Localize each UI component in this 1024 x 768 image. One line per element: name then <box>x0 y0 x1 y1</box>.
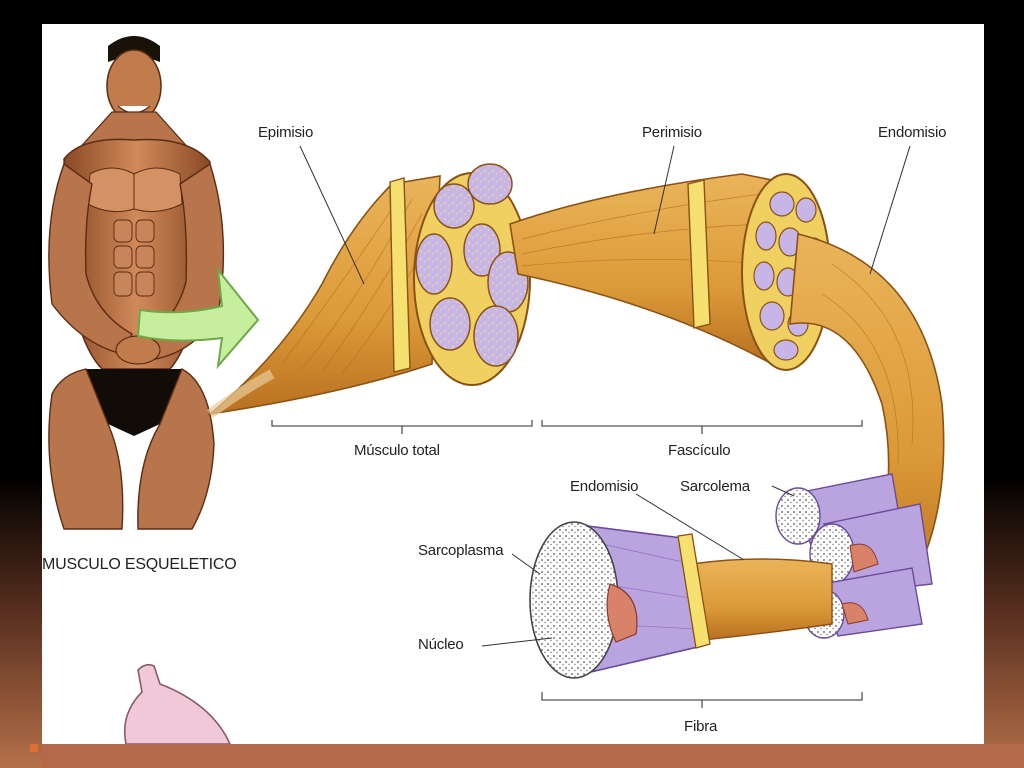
label-musculo-total: Músculo total <box>354 442 440 459</box>
label-fibra: Fibra <box>684 718 718 735</box>
slide-bottom-bar <box>42 744 1024 768</box>
organ-illustration <box>123 663 231 744</box>
bodybuilder-illustration <box>48 36 225 530</box>
label-musculo-esqueletico: MUSCULO ESQUELETICO <box>42 556 237 573</box>
leader-lines <box>299 145 911 647</box>
label-nucleo: Núcleo <box>418 636 464 653</box>
label-sarcolema: Sarcolema <box>680 478 750 495</box>
slide-canvas <box>42 24 984 744</box>
label-epimisio: Epimisio <box>258 124 314 141</box>
slide-bullet-marker <box>30 744 38 752</box>
label-endomisio-fibra: Endomisio <box>570 478 639 495</box>
label-fasciculo: Fascículo <box>668 442 731 459</box>
brackets <box>271 420 863 708</box>
muscle-structure-diagram <box>48 36 945 744</box>
label-perimisio: Perimisio <box>642 124 702 141</box>
label-sarcoplasma: Sarcoplasma <box>418 542 504 559</box>
muscle-fibers <box>529 473 933 679</box>
label-endomisio-top: Endomisio <box>878 124 947 141</box>
whole-muscle <box>207 163 531 419</box>
slide-edge-line <box>24 80 26 116</box>
pointer-arrow <box>136 266 260 370</box>
